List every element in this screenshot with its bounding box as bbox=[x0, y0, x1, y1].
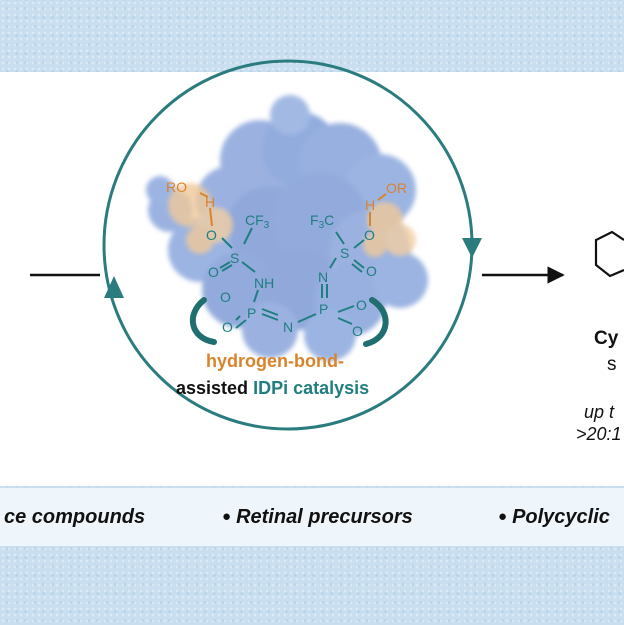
atom-o-p-right-b: O bbox=[352, 323, 363, 339]
product-ring bbox=[594, 230, 624, 278]
right-ring-curve bbox=[363, 297, 389, 347]
product-sublabel: s bbox=[607, 354, 617, 375]
atom-n-bridge: N bbox=[283, 319, 293, 335]
atom-o-right-bot: O bbox=[366, 263, 377, 279]
product-label: Cy bbox=[594, 328, 619, 349]
atom-nh: NH bbox=[254, 275, 274, 291]
catalyst-caption-line1: hydrogen-bond- bbox=[206, 351, 344, 371]
atom-o-p-right-a: O bbox=[356, 297, 367, 313]
atom-n-right: N bbox=[318, 269, 328, 285]
atom-o-p-left-b: O bbox=[222, 319, 233, 335]
atom-o-left-bot: O bbox=[208, 264, 219, 280]
protein-surface bbox=[146, 95, 428, 361]
atom-p-left: P bbox=[247, 305, 256, 321]
molecule-bonds bbox=[199, 192, 387, 329]
caption-assisted: assisted bbox=[176, 378, 249, 398]
atom-f3c-right: F3C bbox=[310, 212, 334, 231]
bar-item-compounds: ce compounds bbox=[4, 506, 146, 528]
bar-item-retinal: ●Retinal precursors bbox=[222, 506, 413, 528]
atom-s-left: S bbox=[230, 250, 239, 266]
atom-s-right: S bbox=[340, 245, 349, 261]
catalyst-caption-line2: assisted IDPi catalysis bbox=[176, 378, 369, 399]
bar-item-polycyclic: ●Polycyclic bbox=[498, 506, 610, 528]
cycle-arrowhead-right bbox=[462, 238, 482, 258]
cycle-arrowhead-left bbox=[104, 276, 124, 298]
atom-ro-left: RO bbox=[166, 179, 187, 195]
atom-p-right: P bbox=[319, 301, 328, 317]
yield-text: up t bbox=[584, 402, 615, 422]
atom-o-right-top: O bbox=[364, 227, 375, 243]
atom-o-p-left-a: O bbox=[220, 289, 231, 305]
atom-h-left: H bbox=[205, 194, 215, 210]
protein-pocket-highlight bbox=[168, 183, 416, 257]
atom-cf3-left: CF3 bbox=[245, 212, 270, 231]
atom-or-right: OR bbox=[386, 180, 407, 196]
bullet-icon: ● bbox=[222, 508, 232, 525]
atom-h-right: H bbox=[365, 197, 375, 213]
application-bar: ce compounds ●Retinal precursors ●Polycy… bbox=[0, 488, 624, 546]
bullet-icon: ● bbox=[498, 508, 508, 525]
atom-o-left-top: O bbox=[206, 227, 217, 243]
caption-idpi: IDPi catalysis bbox=[253, 378, 370, 398]
left-ring-curve bbox=[189, 297, 217, 345]
selectivity-text: >20:1 bbox=[576, 424, 622, 444]
